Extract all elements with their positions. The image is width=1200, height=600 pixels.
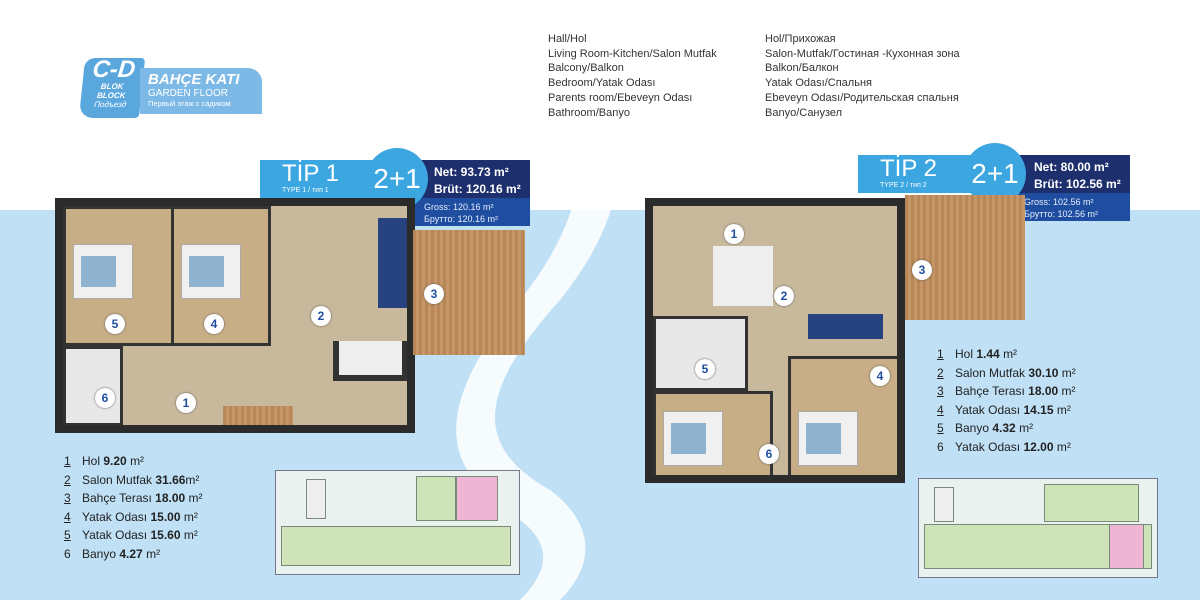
room-marker: 3 (912, 260, 932, 280)
block-en: BLOCK (96, 91, 126, 100)
legend-item: Bathroom/Banyo (548, 106, 630, 119)
room-marker: 5 (695, 359, 715, 379)
room-marker: 6 (759, 444, 779, 464)
room-marker: 4 (204, 314, 224, 334)
legend-item: Bedroom/Yatak Odası (548, 77, 656, 90)
legend-item: Hol/Прихожая (765, 33, 836, 45)
type1-floor-plan: 1 2 4 5 6 (55, 198, 415, 433)
gross-ru: Брутто: 102.56 m² (1024, 209, 1098, 219)
net-area: Net: 93.73 m² (434, 165, 509, 179)
room-marker: 5 (105, 314, 125, 334)
type1-key-plan (275, 470, 520, 575)
type2-terrace (905, 195, 1025, 320)
legend-item: Salon-Mutfak/Гостиная -Кухонная зона (765, 47, 960, 60)
legend-item: Living Room-Kitchen/Salon Mutfak (548, 47, 717, 60)
gross-area: Brüt: 120.16 m² (434, 182, 521, 196)
gross-en: Gross: 102.56 m² (1024, 197, 1094, 207)
type-name: TİP 2 (880, 155, 937, 182)
gross-ru: Брутто: 120.16 m² (424, 214, 498, 224)
legend-item: Banyo/Санузел (765, 106, 843, 119)
gross-area: Brüt: 102.56 m² (1034, 177, 1121, 191)
legend-item: Balcony/Balkon (548, 62, 624, 75)
floor-ru: Первый этаж с садиком (148, 99, 231, 108)
room-marker: 4 (870, 366, 890, 386)
type2-floor-plan: 1 2 4 5 6 (645, 198, 905, 483)
legend-item: Hall/Hol (548, 33, 587, 45)
gross-en: Gross: 120.16 m² (424, 202, 494, 212)
room-marker: 2 (774, 286, 794, 306)
floor-en: GARDEN FLOOR (148, 88, 229, 99)
type-name: TİP 1 (282, 160, 339, 187)
type-sub: TYPE 1 / тип 1 (282, 187, 329, 194)
floor-title: BAHÇE KATI (148, 71, 240, 88)
room-marker: 6 (95, 388, 115, 408)
legend-item: Balkon/Балкон (765, 62, 839, 75)
type2-key-plan (918, 478, 1158, 578)
room-marker: 3 (424, 284, 444, 304)
type-sub: TYPE 2 / тип 2 (880, 182, 927, 189)
room-marker: 1 (176, 393, 196, 413)
legend-item: Parents room/Ebeveyn Odası (548, 91, 693, 104)
net-area: Net: 80.00 m² (1034, 160, 1109, 174)
block-tr: BLOK (100, 82, 124, 91)
room-marker: 2 (311, 306, 331, 326)
legend-item: Ebeveyn Odası/Родительская спальня (765, 91, 959, 104)
rooms-badge: 2+1 (964, 143, 1026, 205)
block-letter: C-D (91, 56, 137, 83)
legend-item: Yatak Odası/Спальня (765, 77, 872, 90)
room-marker: 1 (724, 224, 744, 244)
block-ru: Подъезд (93, 100, 127, 109)
